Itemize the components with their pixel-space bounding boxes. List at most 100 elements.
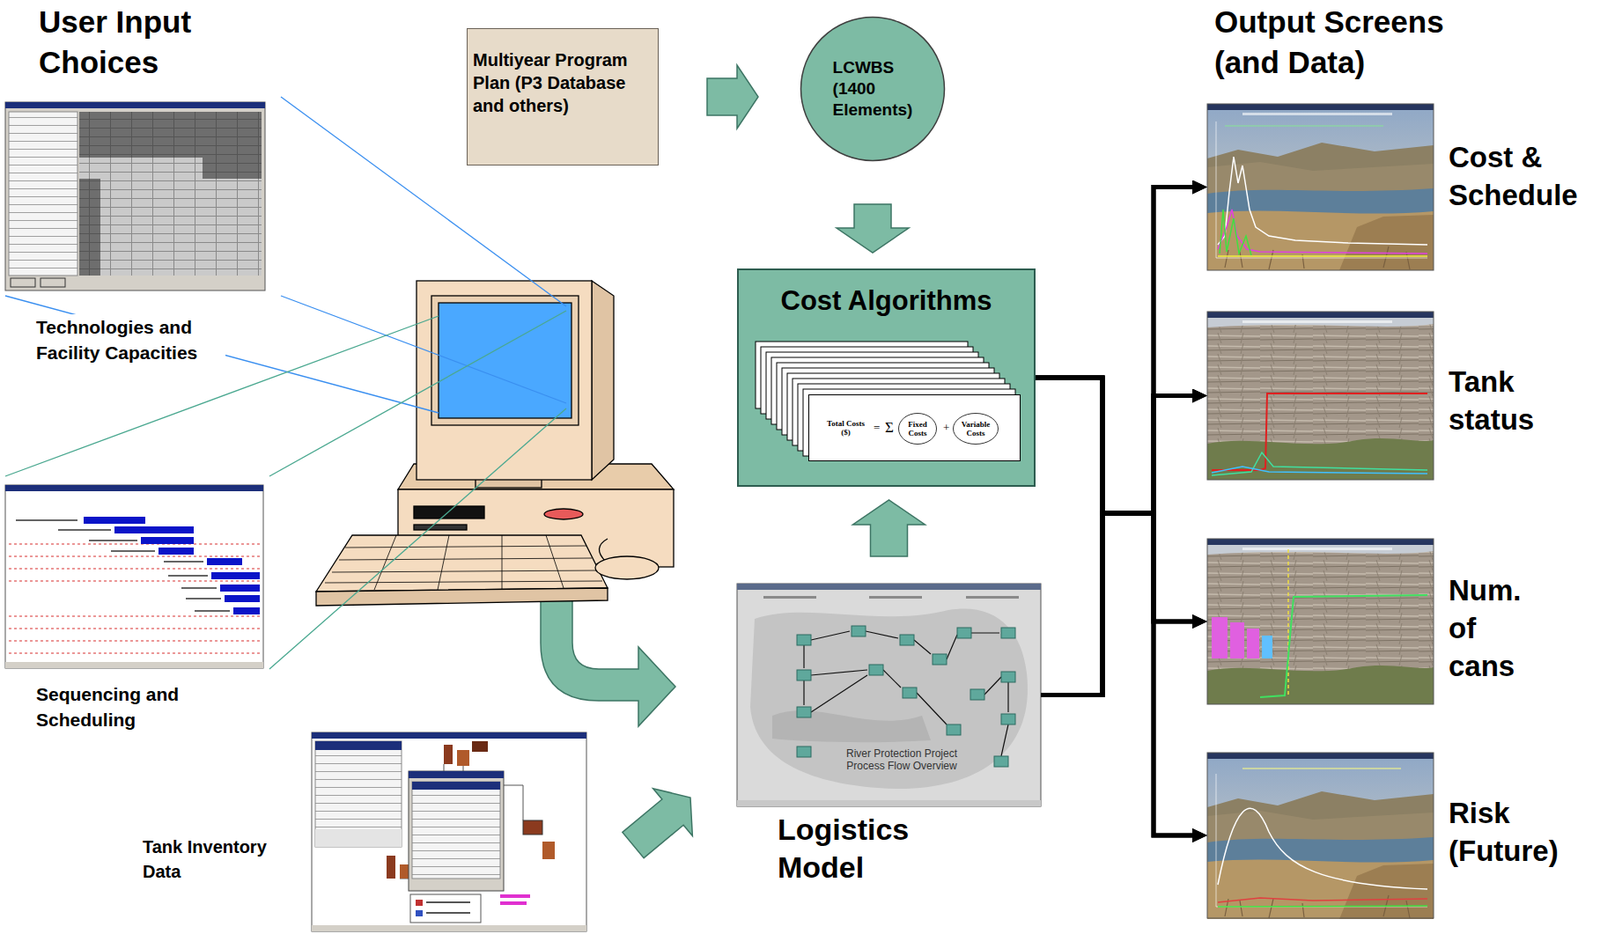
screenshot-panel: Risk (Future) <box>1207 752 1434 919</box>
gantt-screenshot <box>206 558 243 566</box>
risk-screenshot <box>1217 808 1428 890</box>
flow-screenshot <box>1001 627 1016 639</box>
flow-screenshot <box>970 689 985 701</box>
settings-screenshot <box>10 278 36 288</box>
tank-screenshot <box>1211 393 1428 471</box>
flow-screenshot <box>737 583 1041 807</box>
flow-screenshot <box>803 631 1009 757</box>
flow-screenshot <box>737 800 1041 807</box>
flow-connector <box>1035 377 1193 622</box>
formula-oval: Fixed Costs <box>897 412 938 446</box>
inventory-screenshot <box>311 732 587 932</box>
cost-screenshot <box>1217 255 1428 258</box>
inventory-screenshot <box>443 744 453 765</box>
panel-caption: Tank status <box>1448 362 1594 439</box>
panel-caption: Sequencing and Scheduling <box>36 681 208 733</box>
cost-screenshot <box>1242 112 1393 116</box>
flow-screenshot <box>902 687 917 699</box>
node-text: Fixed Costs <box>902 420 933 438</box>
tank-screenshot <box>1211 452 1428 476</box>
formula-oval: Variable Costs <box>951 412 1000 446</box>
cost-screenshot <box>1216 121 1428 259</box>
flow-screenshot <box>737 583 1041 807</box>
flow-connector <box>1040 513 1193 836</box>
block-arrow <box>836 204 909 253</box>
screenshot-panel: Sequencing and Scheduling <box>5 485 264 669</box>
wbs-circle: LCWBS (1400 Elements) <box>799 15 946 163</box>
panel-caption: Logistics Model <box>777 811 954 887</box>
panel-caption: Technologies and Facility Capacities <box>36 314 226 366</box>
computer-illustration <box>413 506 485 519</box>
block-arrow <box>707 65 759 129</box>
cans-screenshot <box>1261 635 1273 659</box>
flow-screenshot <box>1001 671 1016 683</box>
inventory-screenshot <box>415 899 423 907</box>
tank-screenshot <box>1207 311 1434 478</box>
inventory-screenshot <box>500 894 531 899</box>
section-heading: User Input Choices <box>38 1 246 83</box>
flow-screenshot <box>946 724 961 736</box>
inventory-screenshot <box>311 732 587 932</box>
settings-screenshot <box>79 157 203 179</box>
gantt-screenshot <box>5 485 264 669</box>
inventory-screenshot <box>457 750 470 767</box>
flow-screenshot <box>965 596 1019 599</box>
flow-connector <box>1040 396 1193 696</box>
inventory-screenshot <box>315 741 402 751</box>
inventory-screenshot <box>408 771 504 779</box>
cost-screenshot <box>1219 209 1252 256</box>
settings-screenshot <box>5 102 266 109</box>
risk-screenshot <box>1217 906 1428 907</box>
flow-screenshot <box>750 608 1028 789</box>
node-text: LCWBS (1400 Elements) <box>833 57 922 121</box>
tank-screenshot <box>1207 311 1434 480</box>
leader-line <box>280 295 567 404</box>
gantt-screenshot <box>114 526 194 534</box>
gantt-screenshot <box>233 607 260 615</box>
inventory-screenshot <box>523 820 543 835</box>
flow-screenshot <box>737 583 1041 590</box>
inventory-screenshot <box>542 841 555 860</box>
cans-screenshot <box>1246 628 1260 659</box>
gantt-screenshot <box>83 516 146 524</box>
cans-screenshot <box>1242 547 1393 551</box>
risk-screenshot <box>1207 752 1434 919</box>
inventory-screenshot <box>399 764 524 879</box>
gantt-screenshot <box>158 547 194 555</box>
gantt-screenshot <box>211 572 260 580</box>
computer-illustration <box>413 524 467 531</box>
flow-screenshot <box>869 596 922 599</box>
flow-screenshot <box>1001 714 1016 725</box>
inventory-screenshot <box>315 829 402 848</box>
cans-screenshot <box>1207 538 1434 705</box>
flow-screenshot <box>763 596 817 599</box>
flow-screenshot <box>932 654 947 665</box>
screenshot-panel: Num. of cans <box>1207 538 1434 705</box>
gantt-screenshot <box>140 537 194 545</box>
inventory-screenshot <box>386 855 396 879</box>
leader-line <box>5 96 567 670</box>
settings-screenshot <box>79 178 262 276</box>
flow-screenshot <box>796 626 1016 767</box>
formula-operator: Σ <box>884 419 894 436</box>
gantt-screenshot <box>224 595 260 603</box>
flow-screenshot <box>851 626 866 637</box>
node-text: Variable Costs <box>957 420 995 438</box>
inventory-screenshot <box>311 925 587 932</box>
settings-screenshot <box>5 102 266 291</box>
screenshot-panel: Technologies and Facility Capacities <box>5 102 266 291</box>
cost-screenshot <box>1207 103 1434 271</box>
inventory-screenshot <box>415 910 423 917</box>
connector-group <box>622 65 1193 859</box>
computer-illustration <box>595 556 659 580</box>
risk-screenshot <box>1207 752 1434 920</box>
cost-screenshot <box>1207 103 1434 271</box>
gantt-screenshot <box>5 485 264 492</box>
cans-screenshot <box>1287 549 1290 698</box>
settings-screenshot <box>5 102 266 291</box>
inventory-screenshot <box>410 894 481 923</box>
computer-illustration <box>591 280 614 480</box>
inventory-screenshot <box>315 741 402 848</box>
flow-connector <box>1035 377 1193 836</box>
